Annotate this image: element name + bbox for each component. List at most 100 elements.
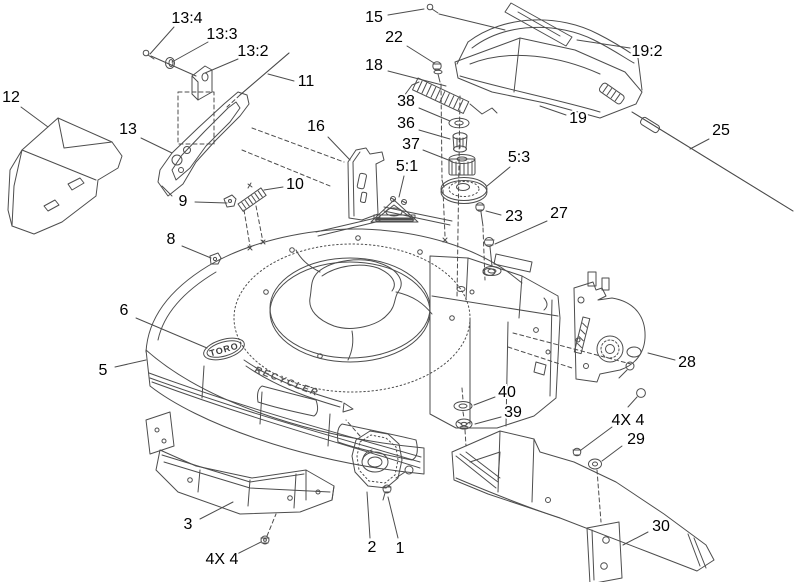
assembly-axis-lines: [241, 83, 632, 537]
callout-label-19: 19: [569, 110, 587, 127]
part-30-rear-chute: [451, 430, 715, 582]
leader-line-12: [20, 106, 49, 128]
leader-lines-layer: [20, 8, 710, 555]
part-12-side-deflector: [7, 117, 123, 235]
leader-line-25: [689, 138, 710, 150]
leader-line-22: [406, 45, 435, 64]
callout-label-40: 40: [498, 384, 516, 401]
callout-label-19-2: 19:2: [631, 43, 662, 60]
part-18-spring: [403, 77, 498, 115]
leader-line-13-4: [149, 26, 175, 55]
part-5-1-warning-decal: [370, 199, 419, 223]
part-2-cover-plate: [351, 430, 414, 489]
leader-line-28: [647, 352, 676, 361]
leader-line-30: [622, 531, 649, 546]
callout-label-18: 18: [365, 57, 383, 74]
leader-line-37: [422, 149, 452, 162]
callout-label-6: 6: [120, 302, 129, 319]
part-40-washer: [453, 401, 473, 411]
leader-line-36: [418, 129, 451, 140]
leader-line-1: [387, 496, 399, 539]
part-38-washer: [448, 117, 470, 129]
cover-grip: [598, 82, 625, 105]
part-13-3-cap: [165, 57, 175, 69]
callout-label-39: 39: [504, 404, 522, 421]
leader-line-5-1: [398, 175, 405, 198]
part-15-screw: [426, 3, 506, 31]
part-6-toro-decal: TORO: [203, 337, 245, 361]
part-29-washer: [588, 458, 602, 470]
callout-label-1: 1: [396, 540, 405, 557]
leader-line-38: [418, 107, 451, 122]
callout-label-13: 13: [119, 121, 137, 138]
leader-line-13: [140, 137, 173, 154]
part-27-bolt: [482, 237, 502, 276]
callout-label-9: 9: [179, 193, 188, 210]
part-28-bolt-b: [627, 388, 646, 408]
leader-line-6: [135, 317, 208, 349]
callout-label-36: 36: [397, 115, 415, 132]
part-39-push-nut: [455, 418, 473, 430]
part-19-rear-cover: [454, 19, 643, 119]
callout-label-13-4: 13:4: [171, 10, 202, 27]
leader-line-40: [473, 396, 496, 406]
leader-line-13-2: [204, 58, 239, 74]
leader-line-13-3: [171, 41, 209, 63]
leader-line-27: [494, 220, 548, 245]
leader-line-29: [601, 445, 623, 462]
callout-label-16: 16: [307, 118, 325, 135]
callout-label-22: 22: [385, 29, 403, 46]
callout-label-11: 11: [298, 73, 315, 90]
leader-line-2: [366, 491, 371, 539]
part-36-spacer: [452, 132, 468, 153]
callout-label-5: 5: [99, 362, 108, 379]
callout-label-12: 12: [2, 89, 20, 106]
leader-line-15: [387, 8, 425, 16]
callout-label-5-1: 5:1: [396, 158, 418, 175]
part-5-3-pulley: [440, 177, 488, 204]
callout-label-37: 37: [402, 136, 420, 153]
callout-label-30: 30: [652, 518, 670, 535]
callout-label-25: 25: [712, 122, 730, 139]
leader-line-16: [327, 136, 351, 161]
part-10-bar: [237, 182, 267, 212]
leader-line-39: [474, 416, 502, 425]
part-16-bracket: [347, 147, 385, 221]
callout-label-8: 8: [167, 231, 176, 248]
leader-line-11: [267, 73, 295, 82]
callout-label-38: 38: [397, 93, 415, 110]
part-19-2-decal-sheet: [504, 2, 573, 47]
callout-label-3: 3: [184, 516, 193, 533]
part-3-front-baffle: [145, 411, 335, 515]
leader-line-19-2: [576, 39, 631, 49]
leader-line-10: [263, 186, 284, 191]
leader-line-18: [387, 70, 447, 87]
part-5-deck-housing: [145, 196, 561, 475]
part-4-nut-right: [572, 447, 582, 457]
part-23-bolt: [475, 202, 485, 227]
leader-line-4x-4: [236, 541, 262, 555]
part-8-clip: [209, 252, 222, 265]
callout-label-27: 27: [550, 205, 568, 222]
part-4-nut-bottom: [260, 535, 270, 545]
leader-line-5-3: [486, 166, 511, 187]
leader-line-9: [194, 201, 228, 204]
recycler-decal: RECYCLER: [243, 359, 354, 413]
leader-line-19: [539, 105, 567, 116]
part-37-gear: [448, 154, 476, 176]
callout-label-13-2: 13:2: [237, 43, 268, 60]
callout-label-15: 15: [365, 9, 383, 26]
callout-label-23: 23: [505, 208, 523, 225]
svg-text:RECYCLER: RECYCLER: [253, 365, 321, 400]
callout-label-10: 10: [286, 176, 304, 193]
leader-line-5: [114, 359, 147, 368]
leader-line-3: [199, 501, 234, 520]
callout-label-4x-4: 4X 4: [612, 412, 645, 429]
leader-line-23: [485, 210, 502, 216]
part-13-handle-bracket-assembly: [142, 49, 290, 197]
part-28-side-plate: [573, 271, 646, 408]
part-25-rod: [631, 111, 794, 212]
callout-label-13-3: 13:3: [206, 26, 237, 43]
